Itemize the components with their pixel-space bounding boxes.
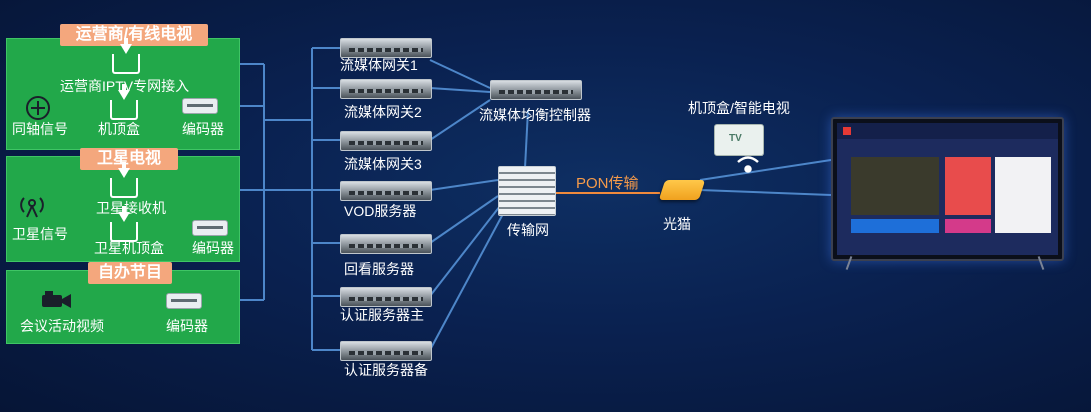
satellite-stb-label: 卫星机顶盒 [94, 240, 164, 256]
iptv-download-icon [112, 38, 140, 74]
operator-stb-label: 机顶盒 [98, 121, 140, 137]
stb-badge: TV [729, 133, 742, 144]
satellite-signal-label: 卫星信号 [12, 226, 68, 242]
terminal-label: 机顶盒/智能电视 [688, 100, 790, 116]
operator-encoder-icon [182, 98, 218, 114]
server-label: 流媒体网关2 [344, 104, 422, 120]
set-top-box-icon: TV [714, 124, 764, 156]
satellite-title: 卫星电视 [80, 148, 178, 170]
self-video-label: 会议活动视频 [20, 318, 104, 334]
load-balancer-label: 流媒体均衡控制器 [479, 107, 591, 123]
video-camera-icon [40, 290, 72, 310]
server-label: VOD服务器 [344, 203, 417, 219]
server-icon [340, 181, 432, 201]
satellite-antenna-icon [18, 190, 46, 218]
self-title: 自办节目 [88, 262, 172, 284]
operator-stb-icon [110, 84, 138, 120]
pon-label: PON传输 [576, 175, 639, 192]
satellite-encoder-icon [192, 220, 228, 236]
tv-screen [837, 123, 1058, 255]
server-icon [340, 79, 432, 99]
transport-label: 传输网 [507, 222, 549, 238]
smart-tv-icon [831, 117, 1064, 261]
server-label: 流媒体网关3 [344, 156, 422, 172]
self-encoder-icon [166, 293, 202, 309]
satellite-receiver-label: 卫星接收机 [96, 200, 166, 216]
operator-encoder-label: 编码器 [182, 121, 224, 137]
transport-switch-icon [498, 166, 556, 216]
satellite-stb-icon [110, 206, 138, 242]
server-icon [340, 38, 432, 58]
satellite-encoder-label: 编码器 [192, 240, 234, 256]
server-label: 认证服务器主 [340, 307, 424, 323]
satellite-receiver-icon [110, 162, 138, 198]
load-balancer-icon [490, 80, 582, 100]
coax-icon [26, 96, 50, 120]
server-label: 流媒体网关1 [340, 57, 418, 73]
operator-title: 运营商/有线电视 [60, 24, 208, 46]
server-icon [340, 287, 432, 307]
server-label: 认证服务器备 [344, 362, 428, 378]
server-icon [340, 131, 432, 151]
coax-label: 同轴信号 [12, 121, 68, 137]
server-icon [340, 341, 432, 361]
optical-modem-icon [658, 180, 706, 200]
server-label: 回看服务器 [344, 261, 414, 277]
modem-label: 光猫 [663, 216, 691, 232]
server-icon [340, 234, 432, 254]
self-encoder-label: 编码器 [166, 318, 208, 334]
